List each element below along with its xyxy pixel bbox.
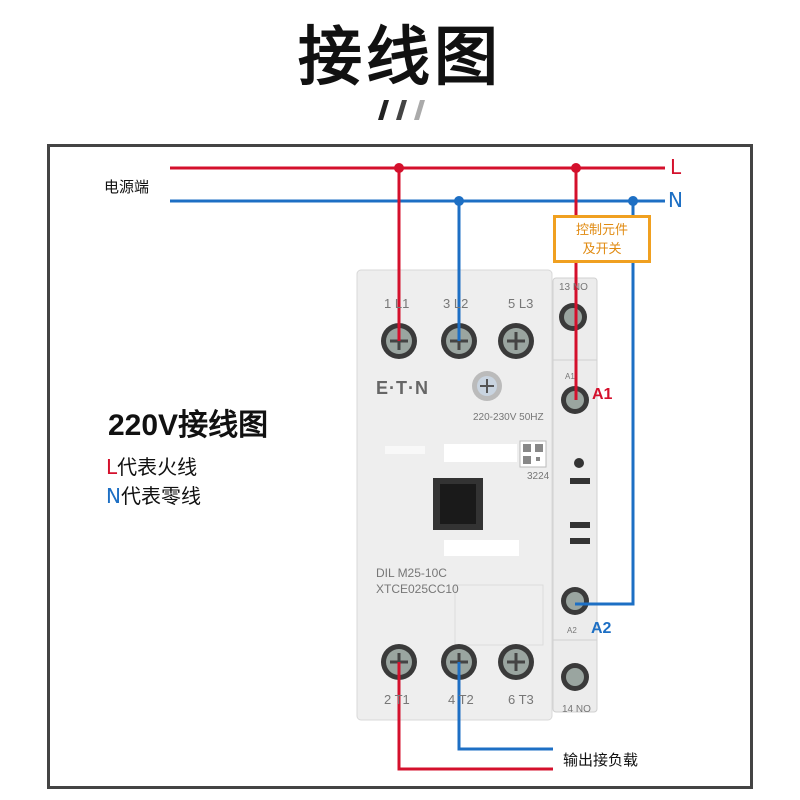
coil-screw: [472, 371, 502, 401]
terminal-screw-L3: [498, 323, 534, 359]
aux-screw-13: [559, 303, 587, 331]
T1-output-wire: [397, 662, 553, 771]
control-element-box: 控制元件 及开关: [553, 215, 651, 263]
terminal-screw-T3: [498, 644, 534, 680]
aux-label-13: 13 NO: [559, 282, 588, 293]
brand-logo: E·T·N: [376, 378, 429, 398]
diagram-panel: [47, 144, 753, 789]
page-title: 接线图: [298, 21, 502, 95]
terminal-label-L2: 3 L2: [443, 296, 469, 311]
T2-output-wire: [457, 662, 553, 751]
legend-live: L代表火线: [106, 455, 198, 479]
decorative-slashes: [378, 100, 425, 120]
neutral-label: N: [668, 188, 683, 212]
aux-label-14: 14 NO: [562, 704, 591, 715]
terminal-label-L1: 1 L1: [384, 296, 410, 311]
source-label: 电源端: [104, 178, 150, 196]
diagram-heading: 220V接线图: [108, 409, 269, 442]
model-line-1: DIL M25-10C: [376, 566, 447, 580]
terminal-label-L3: 5 L3: [508, 296, 534, 311]
terminal-label-T3: 6 T3: [508, 692, 534, 707]
output-label: 输出接负载: [563, 751, 639, 769]
coil-screw-A2: [561, 587, 589, 615]
coil-rating: 220-230V 50HZ: [473, 412, 544, 423]
live-label: L: [670, 155, 682, 179]
legend-neutral: N代表零线: [106, 484, 201, 508]
coil-label-A1: A1: [592, 386, 613, 403]
terminal-label-T1: 2 T1: [384, 692, 410, 707]
coil-small-label-A2: A2: [567, 626, 577, 635]
terminal-label-T2: 4 T2: [448, 692, 474, 707]
product-code: 3224: [527, 471, 550, 482]
aux-screw-14: [561, 663, 589, 691]
model-line-2: XTCE025CC10: [376, 582, 459, 596]
coil-small-label-A1: A1: [565, 372, 575, 381]
coil-label-A2: A2: [591, 620, 612, 637]
neutral-to-A2-wire: [575, 201, 635, 606]
